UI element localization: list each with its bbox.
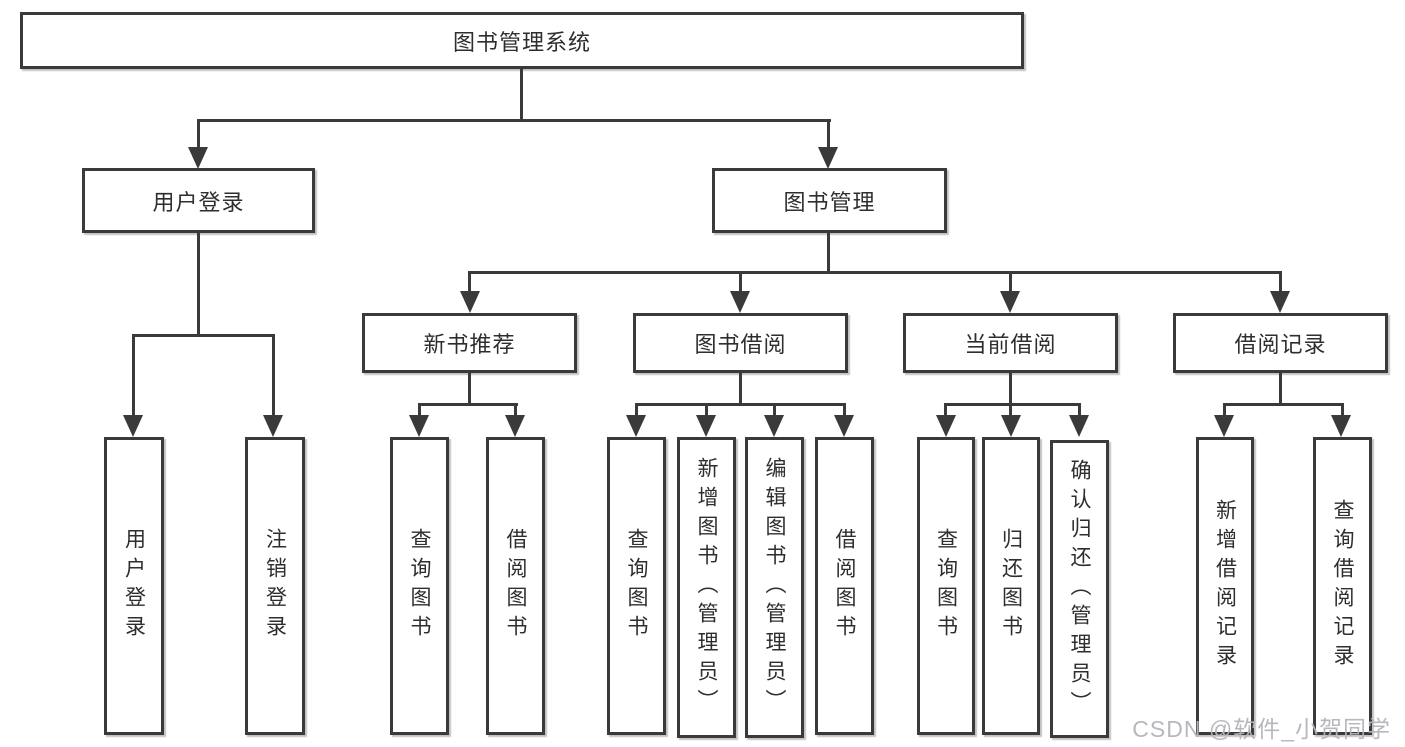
- node-label: 新书推荐: [423, 332, 516, 357]
- node-label: 用户登录: [152, 189, 245, 215]
- leaf-label: 编辑图书（管理员）: [763, 457, 786, 718]
- arrow-down-icon: [936, 415, 956, 437]
- connector-line-v: [1009, 403, 1012, 417]
- leaf-logout: 注销登录: [245, 437, 305, 735]
- leaf-label: 查询图书: [934, 528, 958, 644]
- leaf-query-book-newbook: 查询图书: [390, 437, 449, 735]
- leaf-label: 用户登录: [122, 528, 146, 644]
- connector-line-v: [1078, 403, 1081, 417]
- leaf-user-login: 用户登录: [104, 437, 164, 735]
- arrow-down-icon: [505, 415, 525, 437]
- arrow-down-icon: [834, 415, 854, 437]
- arrow-down-icon: [1069, 415, 1089, 437]
- connector-line-v: [1341, 403, 1344, 417]
- connector-line-v: [468, 271, 471, 294]
- connector-line-v: [705, 403, 708, 417]
- arrow-down-icon: [1270, 291, 1290, 313]
- connector-line-v: [635, 403, 638, 417]
- arrow-down-icon: [1331, 415, 1351, 437]
- connector-line-v: [1223, 403, 1226, 417]
- node-library-management-system: 图书管理系统: [20, 12, 1024, 69]
- node-current-borrow: 当前借阅: [903, 313, 1118, 373]
- arrow-down-icon: [696, 415, 716, 437]
- leaf-label: 新增借阅记录: [1213, 499, 1237, 673]
- arrow-down-icon: [626, 415, 646, 437]
- leaf-return-book: 归还图书: [982, 437, 1040, 735]
- connector-line-v: [514, 403, 517, 417]
- connector-line-h: [197, 119, 831, 122]
- connector-line-v: [1279, 271, 1282, 294]
- node-label: 图书借阅: [694, 332, 787, 357]
- leaf-label: 借阅图书: [504, 528, 527, 644]
- connector-line-v: [468, 373, 471, 406]
- connector-line-v: [132, 334, 135, 417]
- leaf-query-book-borrow: 查询图书: [607, 437, 666, 735]
- leaf-borrow-book: 借阅图书: [815, 437, 874, 735]
- arrow-down-icon: [263, 415, 283, 437]
- leaf-edit-book-admin: 编辑图书（管理员）: [745, 437, 804, 738]
- arrow-down-icon: [188, 147, 208, 169]
- leaf-query-book-current: 查询图书: [917, 437, 975, 735]
- leaf-label: 借阅图书: [833, 528, 856, 644]
- leaf-label: 注销登录: [263, 528, 287, 644]
- connector-line-v: [1279, 373, 1282, 406]
- leaf-label: 新增图书（管理员）: [695, 457, 718, 718]
- connector-line-v: [827, 119, 830, 149]
- leaf-add-book-admin: 新增图书（管理员）: [677, 437, 736, 738]
- connector-line-v: [520, 69, 523, 121]
- connector-line-v: [197, 119, 200, 149]
- arrow-down-icon: [460, 291, 480, 313]
- connector-line-v: [272, 334, 275, 417]
- node-book-management: 图书管理: [712, 168, 947, 233]
- node-user-login: 用户登录: [82, 168, 315, 233]
- node-new-book-recommend: 新书推荐: [362, 313, 577, 373]
- connector-line-h: [635, 403, 846, 406]
- connector-line-v: [1009, 271, 1012, 294]
- leaf-add-borrow-record: 新增借阅记录: [1196, 437, 1254, 735]
- leaf-borrow-book-newbook: 借阅图书: [486, 437, 545, 735]
- connector-line-h: [418, 403, 518, 406]
- connector-line-v: [1009, 373, 1012, 406]
- connector-line-v: [944, 403, 947, 417]
- connector-line-h: [1223, 403, 1344, 406]
- arrow-down-icon: [1001, 415, 1021, 437]
- arrow-down-icon: [123, 415, 143, 437]
- node-book-borrow: 图书借阅: [633, 313, 848, 373]
- connector-line-v: [197, 233, 200, 336]
- leaf-label: 查询图书: [625, 528, 648, 644]
- node-label: 图书管理系统: [452, 29, 591, 55]
- arrow-down-icon: [409, 415, 429, 437]
- connector-line-h: [132, 334, 275, 337]
- leaf-confirm-return-admin: 确认归还（管理员）: [1050, 440, 1109, 738]
- connector-line-v: [843, 403, 846, 417]
- leaf-label: 归还图书: [999, 528, 1023, 644]
- node-borrow-records: 借阅记录: [1173, 313, 1388, 373]
- arrow-down-icon: [764, 415, 784, 437]
- leaf-query-borrow-record: 查询借阅记录: [1313, 437, 1372, 735]
- arrow-down-icon: [730, 291, 750, 313]
- connector-line-v: [827, 233, 830, 274]
- leaf-label: 查询借阅记录: [1331, 499, 1354, 673]
- connector-line-v: [773, 403, 776, 417]
- node-label: 当前借阅: [964, 332, 1057, 357]
- connector-line-v: [739, 373, 742, 406]
- node-label: 图书管理: [783, 189, 876, 215]
- connector-line-h: [944, 403, 1081, 406]
- node-label: 借阅记录: [1234, 332, 1327, 357]
- arrow-down-icon: [818, 147, 838, 169]
- arrow-down-icon: [1214, 415, 1234, 437]
- leaf-label: 确认归还（管理员）: [1068, 458, 1091, 720]
- leaf-label: 查询图书: [408, 528, 431, 644]
- arrow-down-icon: [1000, 291, 1020, 313]
- connector-line-h: [468, 271, 1282, 274]
- connector-line-v: [418, 403, 421, 417]
- connector-line-v: [739, 271, 742, 294]
- csdn-watermark: CSDN @软件_小贺同学: [1132, 716, 1391, 742]
